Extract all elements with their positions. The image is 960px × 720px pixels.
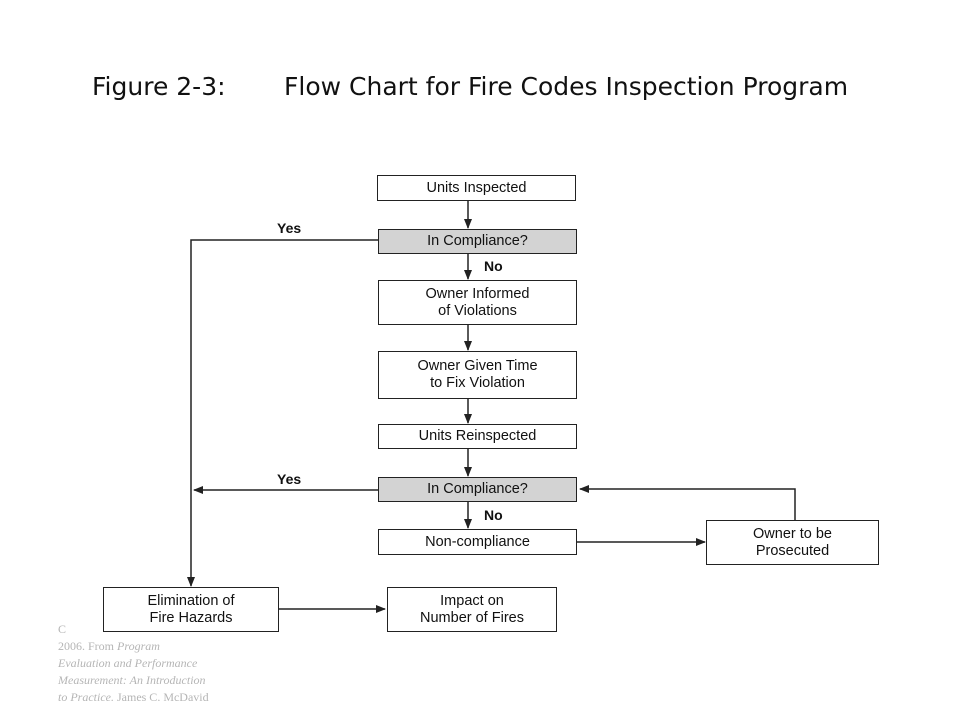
figure-number: Figure 2-3: (92, 72, 226, 101)
source-credit: C 2006. From Program Evaluation and Perf… (58, 621, 273, 706)
credit-line-5: to Practice. James C. McDavid (58, 690, 209, 704)
node-owner-informed: Owner Informed of Violations (378, 280, 577, 325)
arrow-prosecuted-to-compliance (579, 485, 796, 520)
figure-title: Flow Chart for Fire Codes Inspection Pro… (284, 72, 849, 101)
node-in-compliance-1: In Compliance? (378, 229, 577, 254)
node-impact: Impact on Number of Fires (387, 587, 557, 632)
label-yes-2: Yes (277, 471, 302, 487)
arrow-yes-1-to-elimination (187, 239, 378, 587)
node-in-compliance-2: In Compliance? (378, 477, 577, 502)
label-no-1: No (484, 258, 503, 274)
node-elimination: Elimination of Fire Hazards (103, 587, 279, 632)
credit-line-1: C (58, 622, 67, 636)
node-owner-prosecuted: Owner to be Prosecuted (706, 520, 879, 565)
node-units-reinspected: Units Reinspected (378, 424, 577, 449)
node-owner-given-time: Owner Given Time to Fix Violation (378, 351, 577, 399)
credit-line-3: Evaluation and Performance (58, 656, 198, 670)
credit-line-4: Measurement: An Introduction (58, 673, 206, 687)
node-units-inspected: Units Inspected (377, 175, 576, 201)
node-non-compliance: Non-compliance (378, 529, 577, 555)
slide-title: Figure 2-3: Flow Chart for Fire Codes Ins… (92, 72, 848, 101)
label-no-2: No (484, 507, 503, 523)
label-yes-1: Yes (277, 220, 302, 236)
credit-line-2: 2006. From Program (58, 639, 160, 653)
